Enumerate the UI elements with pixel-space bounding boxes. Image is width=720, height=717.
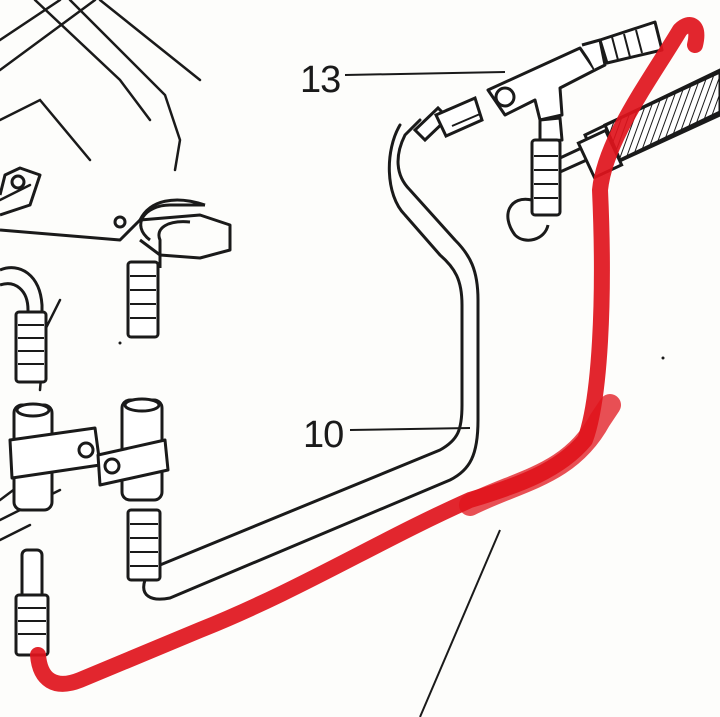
ground-leader-line [419,529,501,717]
pipe-10 [142,118,480,601]
engine-casting-outline [0,0,202,542]
callout-10-label: 10 [303,414,343,456]
mounting-bracket [0,166,232,260]
callout-13-label: 13 [300,59,340,101]
callout-13: 13 [300,59,506,101]
red-highlight-overpaint [459,394,621,516]
callout-10: 10 [303,414,471,456]
pipe-clamp-pair [8,397,170,512]
pipe-10-upper-fitting [412,95,484,143]
red-highlighted-brake-pipe [30,17,705,692]
left-pipe-fittings [0,203,205,384]
print-specks [118,341,665,360]
pipe-10-lower-fitting [126,508,162,582]
callout-10-leader [349,427,471,431]
lower-left-fitting [14,548,50,657]
callout-13-leader [344,71,506,76]
